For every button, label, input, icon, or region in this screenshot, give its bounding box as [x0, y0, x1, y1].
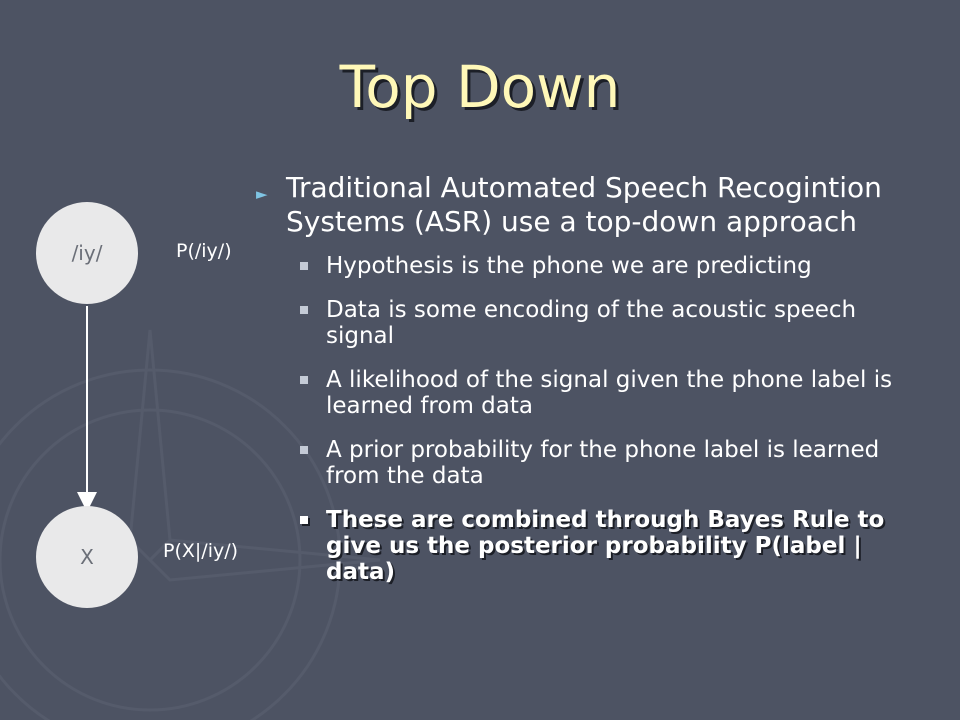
- square-bullet-icon: [300, 376, 308, 384]
- node-observation: X: [36, 506, 138, 608]
- sub-bullet: A likelihood of the signal given the pho…: [300, 367, 916, 419]
- prior-label: P(/iy/): [176, 240, 232, 262]
- bullet-content: ► Traditional Automated Speech Recoginti…: [256, 171, 916, 603]
- square-bullet-icon: [300, 446, 308, 454]
- triangle-arrow-icon: ►: [256, 185, 268, 203]
- sub-bullet-text: These are combined through Bayes Rule to…: [326, 507, 885, 585]
- sub-bullet-list: Hypothesis is the phone we are predictin…: [300, 253, 916, 585]
- sub-bullet: Hypothesis is the phone we are predictin…: [300, 253, 916, 279]
- square-bullet-icon: [300, 516, 308, 524]
- sub-bullet-text: Data is some encoding of the acoustic sp…: [326, 297, 857, 349]
- sub-bullet: A prior probability for the phone label …: [300, 437, 916, 489]
- main-bullet: ► Traditional Automated Speech Recoginti…: [256, 171, 916, 239]
- main-bullet-text: Traditional Automated Speech Recogintion…: [286, 171, 882, 238]
- likelihood-label: P(X|/iy/): [163, 540, 239, 562]
- sub-bullet-emphasis: These are combined through Bayes Rule to…: [300, 507, 916, 585]
- slide-title: Top Down: [339, 53, 621, 121]
- square-bullet-icon: [300, 306, 308, 314]
- sub-bullet-text: Hypothesis is the phone we are predictin…: [326, 253, 812, 279]
- sub-bullet-text: A prior probability for the phone label …: [326, 437, 880, 489]
- square-bullet-icon: [300, 262, 308, 270]
- sub-bullet: Data is some encoding of the acoustic sp…: [300, 297, 916, 349]
- node-hypothesis: /iy/: [36, 202, 138, 304]
- sub-bullet-text: A likelihood of the signal given the pho…: [326, 367, 893, 419]
